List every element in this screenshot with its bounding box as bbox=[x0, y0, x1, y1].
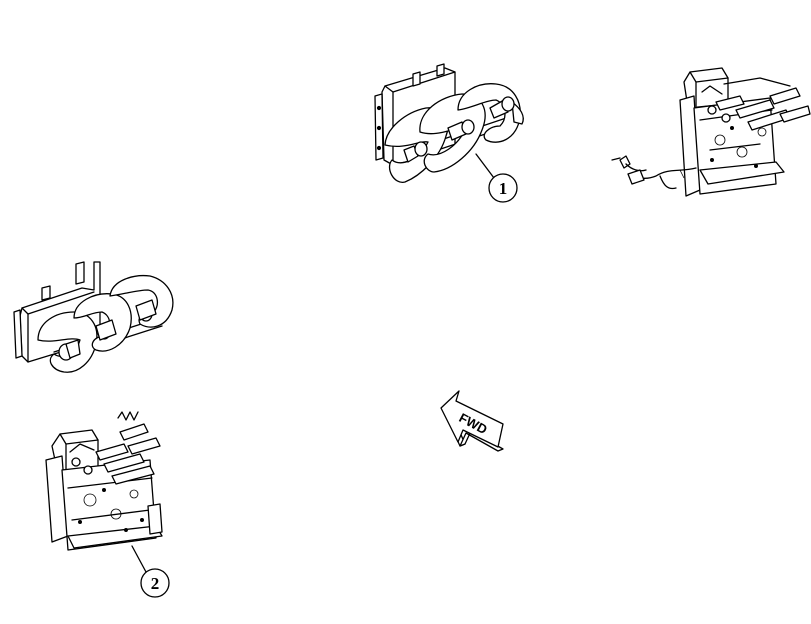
auger-assembly-left bbox=[13, 261, 174, 373]
callout-2: 2 bbox=[140, 568, 170, 598]
housing-assembly-top-right bbox=[611, 67, 811, 197]
auger-assembly-top: 1 bbox=[374, 63, 524, 203]
housing-assembly-bottom-left: 2 bbox=[45, 411, 170, 598]
callout-2-label: 2 bbox=[151, 574, 160, 593]
callout-1-label: 1 bbox=[499, 179, 508, 198]
fwd-direction-arrow: FWD bbox=[440, 390, 504, 452]
callout-1: 1 bbox=[488, 173, 518, 203]
